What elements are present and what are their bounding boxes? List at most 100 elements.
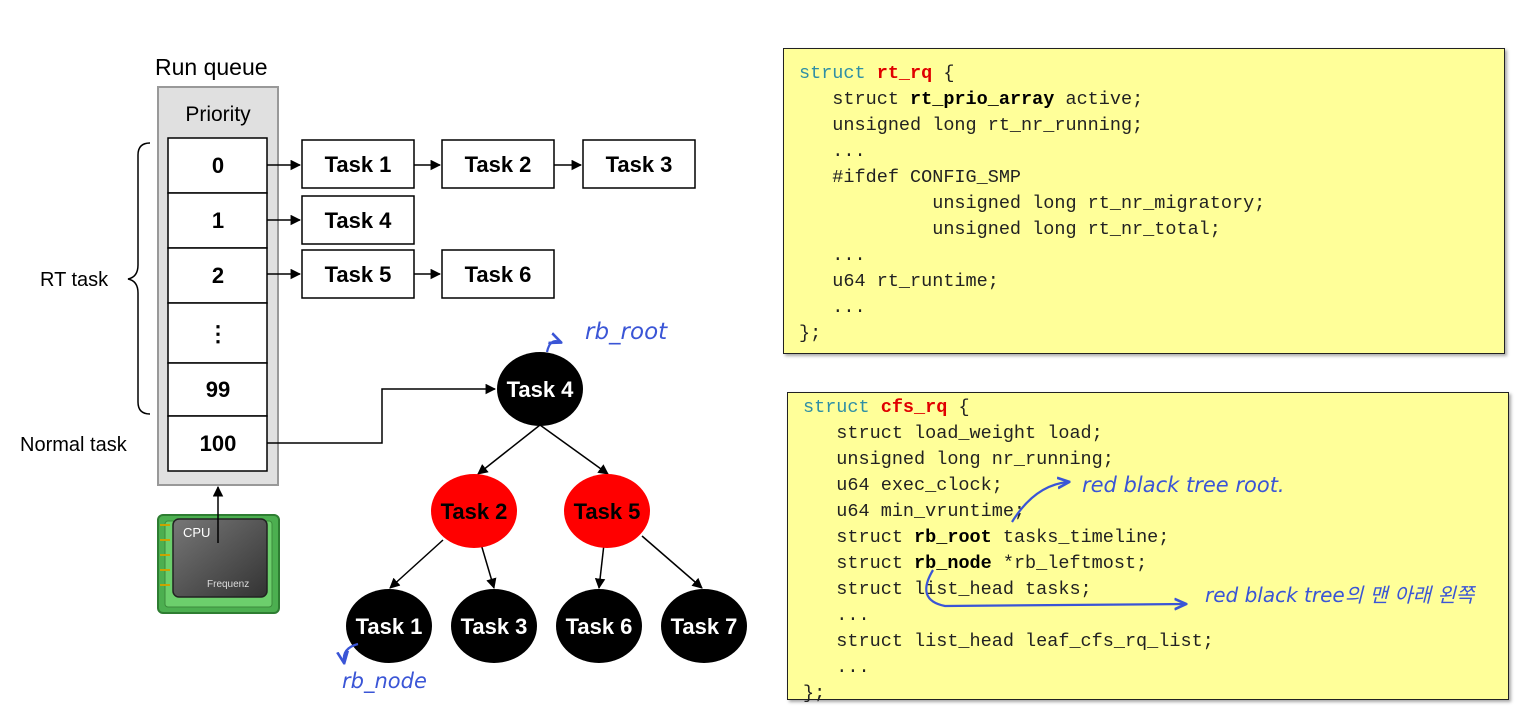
cfs-rq-code-line: struct load_weight load; [803,421,1508,447]
code-token: unsigned long rt_nr_migratory; [799,193,1266,214]
code-token: ... [799,297,866,318]
list-box-row2-task5 [301,249,415,299]
code-token: { [947,397,970,418]
priority-header: Priority [185,103,251,126]
code-token: struct [799,63,877,84]
list-box-row0-task3 [582,139,696,189]
cfs-rq-code-line: struct rb_node *rb_leftmost; [803,551,1508,577]
code-token: ... [799,141,866,162]
cfs-rq-code-line: struct cfs_rq { [803,395,1508,421]
code-token: u64 exec_clock; [803,475,1003,496]
cfs-rq-code-line: unsigned long nr_running; [803,447,1508,473]
edge-right-leaf2 [641,535,703,589]
rt-rq-code-line: u64 rt_runtime; [799,269,1504,295]
rb-node-annotation: rb_node [342,669,427,694]
code-token: struct list_head leaf_cfs_rq_list; [803,631,1214,652]
edge-root-right [539,424,609,475]
code-token: rb_root [914,527,992,548]
list-box-row1-task4 [301,195,415,245]
cfs-rq-code-line: u64 exec_clock; [803,473,1508,499]
normal-task-label: Normal task [20,434,128,456]
code-token: tasks_timeline; [991,527,1170,548]
rt-rq-code-line: struct rt_prio_array active; [799,87,1504,113]
cpu-chip-icon: CPU Frequenz [157,514,280,614]
rt-task-label: RT task [40,269,109,291]
tree-leaf-2 [451,589,537,663]
tree-leaf-1 [346,589,432,663]
tree-node-root [497,352,583,426]
list-box-row0-task1 [301,139,415,189]
tree-node-left-label: Task 2 [441,499,508,524]
task-lists: Task 1 Task 2 Task 3 Task 4 Task 5 Task … [267,139,696,299]
list-text-row2-0: Task 5 [325,262,392,287]
priority-label-2: 2 [212,263,224,288]
tree-leaf-2-label: Task 3 [461,614,528,639]
code-token: }; [803,683,826,704]
tree-leaf-4 [661,589,747,663]
edge-left-leaf1 [389,539,444,589]
cpu-brand: Frequenz [207,579,249,590]
code-token: ... [803,657,870,678]
tree-leaf-4-label: Task 7 [671,614,738,639]
list-text-row0-2: Task 3 [606,152,673,177]
cfs-rq-code-line: ... [803,655,1508,681]
tree-leaf-1-label: Task 1 [356,614,423,639]
rt-rq-code-line: ... [799,243,1504,269]
cfs-rq-code-line: struct list_head leaf_cfs_rq_list; [803,629,1508,655]
tree-edges [389,424,703,590]
edge-root-left [477,424,541,475]
list-box-row2-task6 [441,249,555,299]
rt-rq-code-line: ... [799,295,1504,321]
runqueue-title: Run queue [155,54,268,80]
tree-node-right [564,474,650,548]
arrow-p100-tree-root [267,383,497,444]
code-token: rb_node [914,553,992,574]
code-token: active; [1054,89,1144,110]
tree-node-root-label: Task 4 [507,377,575,402]
rt-rq-code-box: struct rt_rq { struct rt_prio_array acti… [783,48,1505,354]
cfs-rq-code-line: ... [803,603,1508,629]
code-token: u64 rt_runtime; [799,271,999,292]
code-token: ... [799,245,866,266]
rt-rq-code-line: unsigned long rt_nr_total; [799,217,1504,243]
priority-cells: 0 1 2 ⋮ 99 100 [167,137,268,472]
code-token: struct [799,89,911,110]
rt-rq-code-line: ... [799,139,1504,165]
code-token: unsigned long rt_nr_running; [799,115,1144,136]
code-token: ... [803,605,870,626]
priority-label-100: 100 [200,431,237,456]
code-token: struct [803,397,881,418]
priority-cell-100 [167,415,268,472]
cfs-rq-code-box: struct cfs_rq { struct load_weight load;… [787,392,1509,704]
code-token: { [932,63,955,84]
rt-task-brace [127,142,151,415]
list-text-row1-0: Task 4 [325,208,393,233]
tree-leaf-3-label: Task 6 [566,614,633,639]
priority-label-0: 0 [212,153,224,178]
cfs-rq-code-line: }; [803,681,1508,707]
rt-rq-code-line: unsigned long rt_nr_migratory; [799,191,1504,217]
cfs-rq-code-line: struct list_head tasks; [803,577,1508,603]
rb-node-annotation-arrow [344,642,359,662]
code-token: u64 min_vruntime; [803,501,1026,522]
cfs-rq-code-line: u64 min_vruntime; [803,499,1508,525]
code-token: struct [803,527,915,548]
cpu-label: CPU [183,525,210,540]
tree-node-left [431,474,517,548]
rt-rq-code-line: #ifdef CONFIG_SMP [799,165,1504,191]
code-token: unsigned long rt_nr_total; [799,219,1221,240]
cfs-rq-code-line: struct rb_root tasks_timeline; [803,525,1508,551]
rb-root-annotation-arrow [545,341,560,353]
edge-left-leaf2 [480,543,497,590]
edge-right-leaf1 [594,543,606,590]
code-token: rt_rq [876,63,933,84]
rb-root-annotation: rb_root [585,319,668,345]
code-token: rt_prio_array [910,89,1055,110]
rt-rq-code-line: struct rt_rq { [799,61,1504,87]
code-token: }; [799,323,822,344]
tree-node-right-label: Task 5 [574,499,641,524]
list-text-row0-0: Task 1 [325,152,392,177]
tree-leaf-3 [556,589,642,663]
rb-tree: Task 4 Task 2 Task 5 Task 1 Task 3 Task … [346,352,747,663]
